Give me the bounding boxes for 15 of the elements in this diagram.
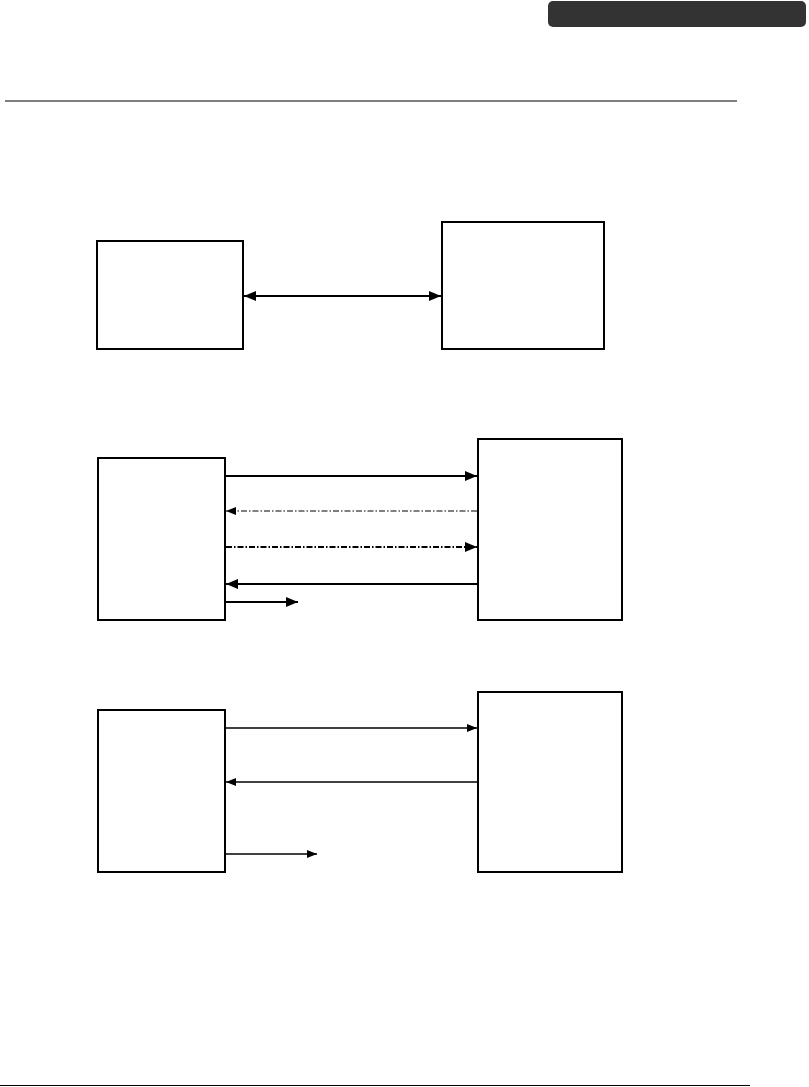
arrow <box>225 724 478 732</box>
empty-box <box>97 709 226 873</box>
arrow <box>226 579 477 589</box>
empty-box <box>96 240 244 350</box>
double-arrow <box>244 291 441 301</box>
arrow <box>225 542 478 552</box>
empty-box <box>477 691 623 873</box>
arrow <box>226 597 298 607</box>
empty-box <box>477 438 623 621</box>
arrow <box>226 471 477 481</box>
empty-box <box>97 457 226 621</box>
arrow <box>225 850 318 858</box>
arrow <box>225 778 478 786</box>
arrow <box>225 507 478 515</box>
empty-box <box>441 221 605 350</box>
